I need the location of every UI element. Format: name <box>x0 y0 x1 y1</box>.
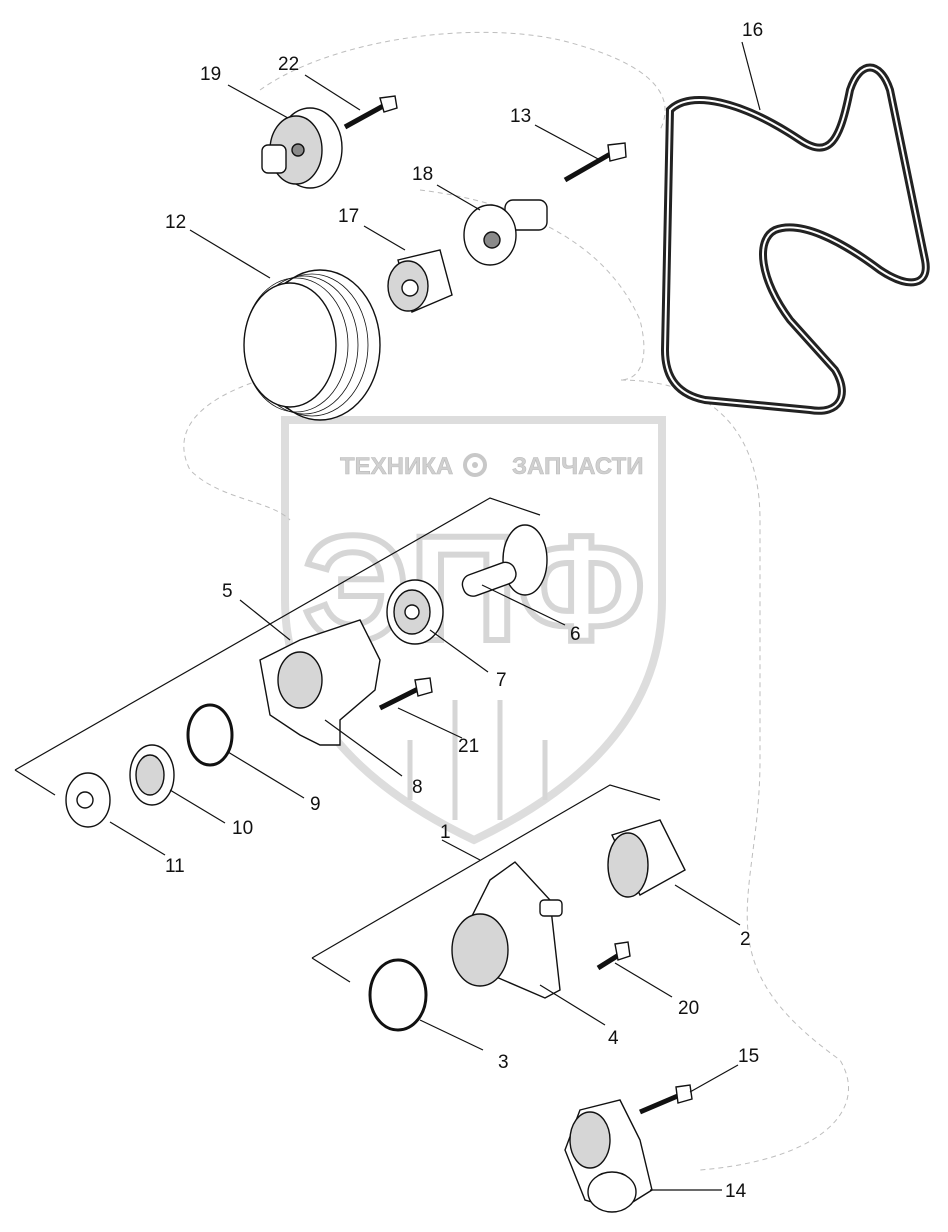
callout-22: 22 <box>278 54 299 75</box>
callout-8: 8 <box>412 777 423 798</box>
callout-2: 2 <box>740 929 751 950</box>
part-11-cap <box>65 772 111 828</box>
assembly-1-bracket-end <box>311 957 351 983</box>
callout-12: 12 <box>165 212 186 233</box>
callout-5: 5 <box>222 581 233 602</box>
callout-21: 21 <box>458 736 479 757</box>
part-7-bearing <box>386 579 444 645</box>
callout-1: 1 <box>440 822 451 843</box>
callout-18: 18 <box>412 164 433 185</box>
part-19-idler-pulley <box>261 107 343 189</box>
part-20-bolt <box>596 941 631 971</box>
part-22-bolt <box>343 95 398 130</box>
part-21-bolt <box>378 677 433 711</box>
callout-9: 9 <box>310 794 321 815</box>
callout-11: 11 <box>165 856 185 877</box>
part-18-flange-shaft <box>463 199 548 266</box>
callout-16: 16 <box>742 20 763 41</box>
assembly-5-bracket <box>14 497 541 771</box>
watermark-text-left: ТЕХНИКА <box>340 453 453 480</box>
callout-20: 20 <box>678 998 699 1019</box>
part-12-pulley <box>243 269 381 421</box>
part-15-bolt <box>639 1084 693 1115</box>
callout-17: 17 <box>338 206 359 227</box>
watermark-wheat-icon <box>407 700 548 820</box>
part-8-housing <box>259 619 381 746</box>
callout-6: 6 <box>570 624 581 645</box>
callouts: 19 22 13 16 18 17 12 5 6 7 21 8 9 10 11 … <box>165 20 763 1202</box>
gear-icon <box>463 453 487 477</box>
callout-15: 15 <box>738 1046 759 1067</box>
part-9-snap-ring <box>186 703 234 767</box>
part-13-bolt <box>563 142 627 183</box>
assembly-5-bracket-end <box>14 769 56 796</box>
callout-19: 19 <box>200 64 221 85</box>
callout-3: 3 <box>498 1052 509 1073</box>
watermark-text-right: ЗАПЧАСТИ <box>512 453 644 480</box>
assembly-1-bracket <box>311 784 661 959</box>
part-3-o-ring <box>368 958 428 1032</box>
phantom-outline <box>183 31 850 1171</box>
part-4-water-pump <box>451 861 563 999</box>
callout-4: 4 <box>608 1028 619 1049</box>
leader-lines <box>109 41 761 1191</box>
callout-7: 7 <box>496 670 507 691</box>
callout-13: 13 <box>510 106 531 127</box>
part-2-sleeve <box>607 819 686 898</box>
part-14-tensioner <box>564 1099 653 1213</box>
callout-10: 10 <box>232 818 253 839</box>
callout-14: 14 <box>725 1181 747 1202</box>
part-6-shaft <box>461 524 548 597</box>
part-10-bearing <box>129 744 175 806</box>
part-17-bushing <box>387 249 453 313</box>
part-16-belt <box>660 63 930 415</box>
